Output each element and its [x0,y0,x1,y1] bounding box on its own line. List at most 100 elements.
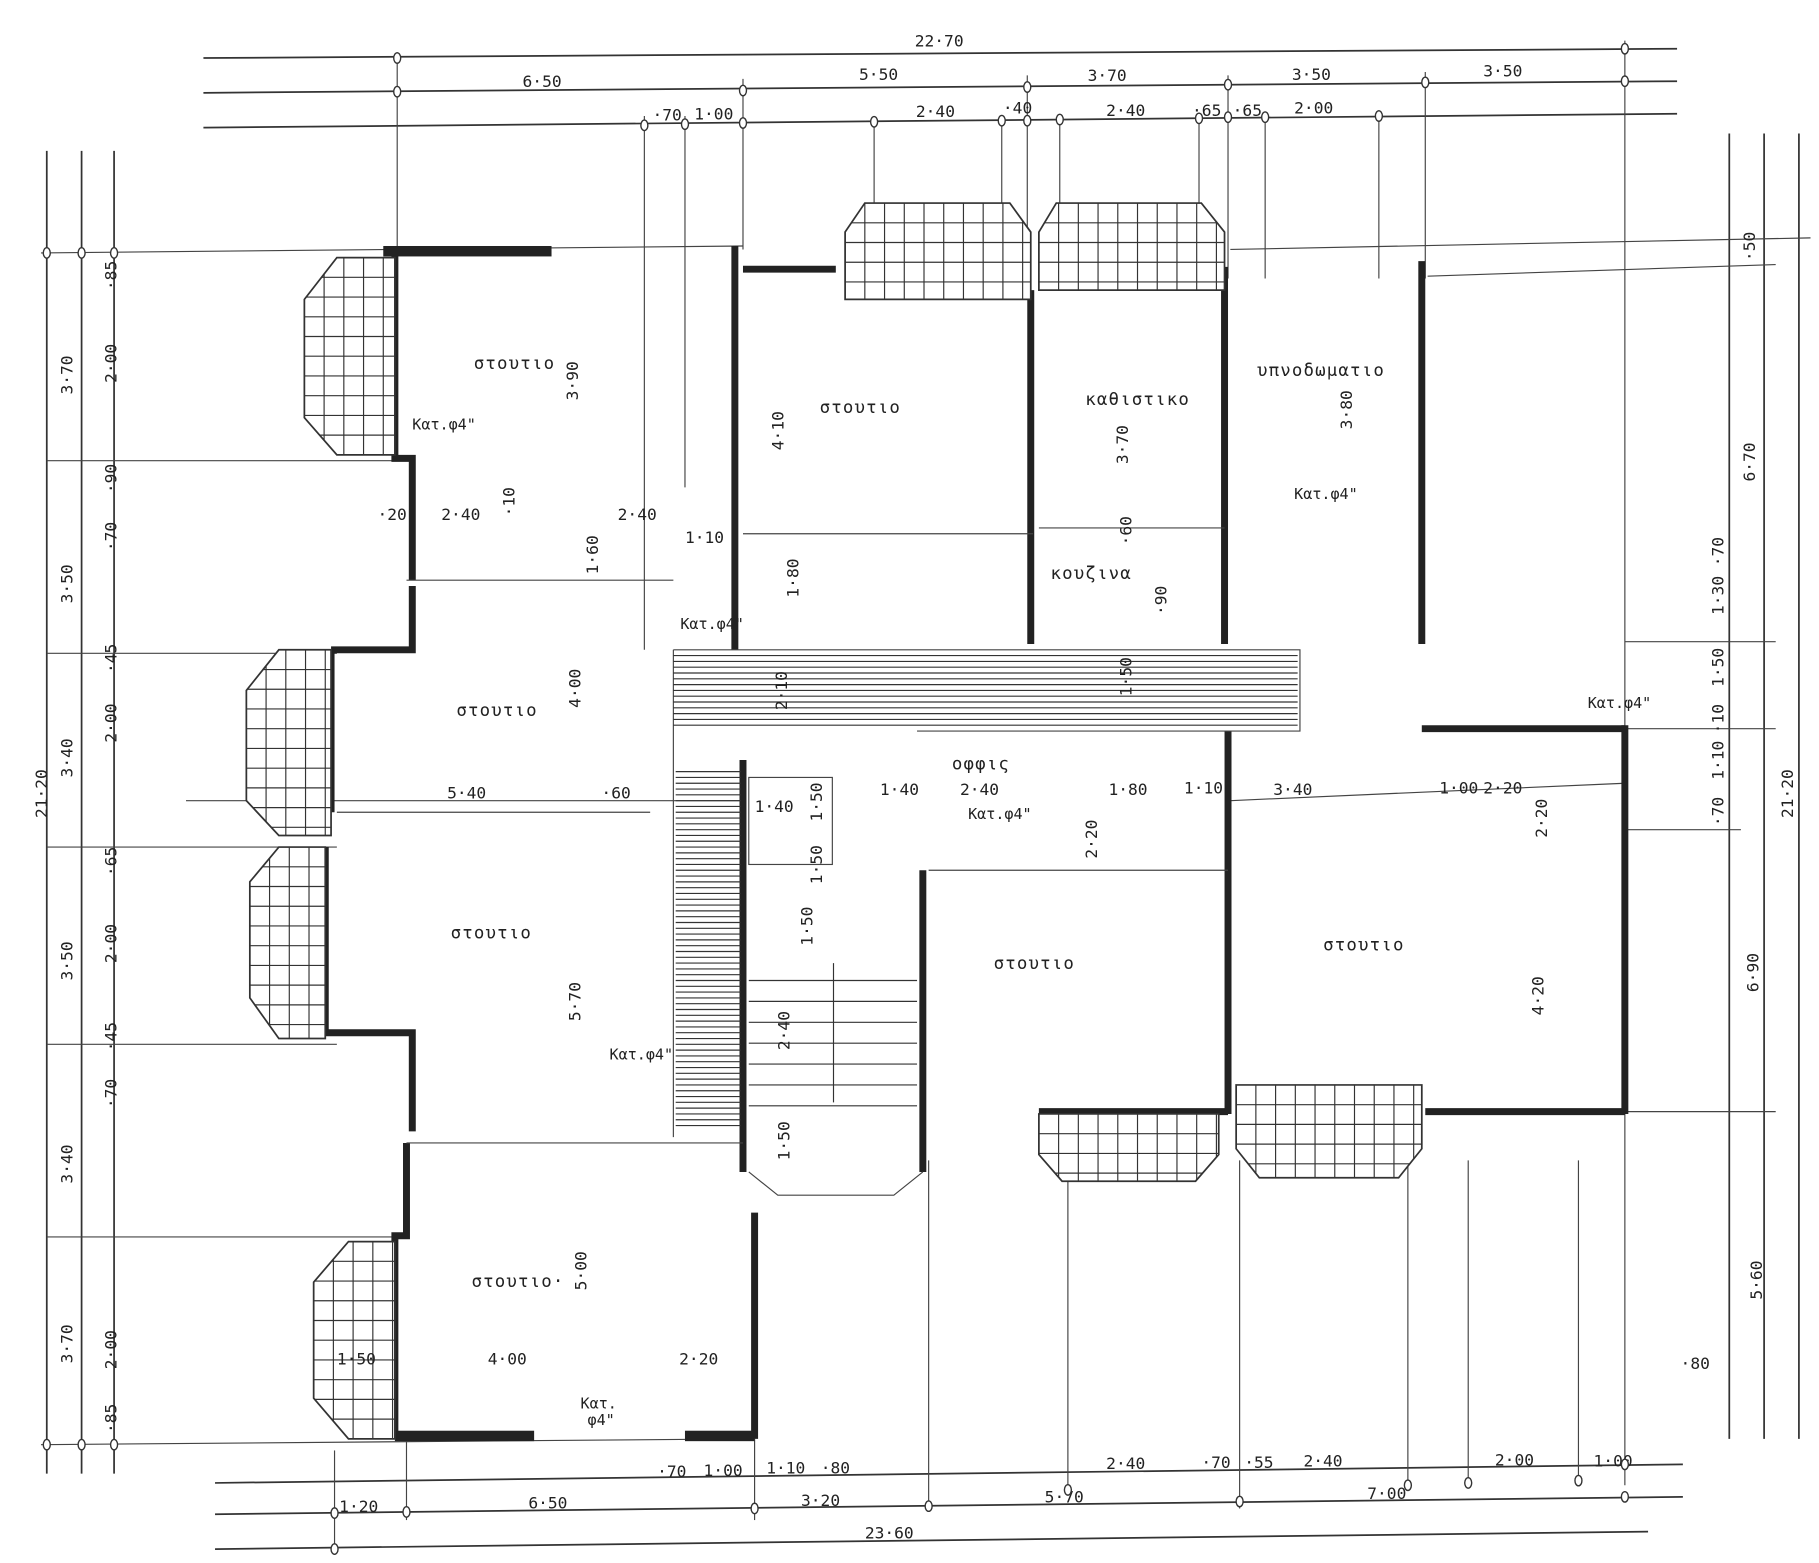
dim-label: 1·80 [784,558,803,597]
drain-label: Κατ.φ4" [610,1045,674,1063]
dim-label: 1·40 [880,780,919,799]
dim-label: 5·40 [447,783,486,802]
drain-label: φ4" [588,1411,615,1429]
dim-label: 3·20 [801,1491,840,1510]
dim-label: 1·50 [774,1121,793,1160]
dimension-node [1374,110,1384,122]
dim-label: ·70 [1201,1453,1230,1472]
dimension-node [997,114,1006,127]
dimension-node [1574,1474,1583,1487]
balcony [844,202,1032,301]
vertical-dimension-texts: 3·703·503·403·503·403·7021·20·852·00·90·… [32,232,1797,1433]
dim-label: 5·50 [859,65,898,84]
dim-label: 2·40 [1106,101,1145,120]
dim-label: ·70 [652,106,681,125]
dimension-node [1023,114,1032,127]
dim-label: ·20 [377,505,406,524]
dimension-node [869,115,879,128]
dim-label: 2·00 [1294,99,1333,118]
dim-label: 1·00 [1439,779,1478,798]
dim-label: ·10 [1708,704,1727,733]
drain-label: Κατ.φ4" [968,805,1032,823]
dim-label: ·55 [1244,1453,1273,1472]
dimension-node [402,1506,411,1518]
dim-label: ·90 [101,464,120,493]
dimension-node [1464,1477,1473,1489]
dimension-node [680,118,690,131]
dimension-node [109,1438,119,1451]
balcony [1235,1084,1423,1179]
room-label-studio: στουτιο [994,954,1075,974]
dim-label: 1·60 [583,535,602,574]
dim-label: 2·40 [916,102,955,121]
corridor-hatching [673,655,1298,1127]
dim-label: 2·10 [772,671,791,710]
dim-label: 2·00 [101,704,120,743]
dim-label: 2·00 [101,924,120,963]
dim-label: 5·70 [566,982,585,1021]
dimension-node [77,1438,86,1451]
dim-label: 2·40 [960,780,999,799]
dim-label: 2·00 [1495,1451,1534,1470]
dim-label: 2·00 [101,1330,120,1369]
dim-label: 1·00 [704,1461,743,1480]
dim-label: 3·80 [1337,390,1356,429]
dim-label: 1·50 [807,845,826,884]
dimension-node [924,1500,933,1513]
dimension-node [1421,76,1430,89]
dim-bottom-total: 23·60 [865,1524,914,1543]
dim-label: ·40 [1003,99,1032,118]
dim-label: 3·70 [1088,66,1127,85]
room-labels: στουτιο στουτιο καθιστικο υπνοδωματιο κο… [451,354,1404,1292]
drain-label: Κατ.φ4" [412,415,476,433]
dimension-node [109,247,119,259]
dim-label: 3·40 [1273,780,1312,799]
dim-label: 4·10 [769,411,788,450]
dim-label: ·70 [1708,537,1727,566]
dim-label: ·70 [657,1462,686,1481]
dimension-node [738,84,748,97]
dim-label: 6·70 [1740,442,1759,481]
dim-label: 3·50 [1483,62,1522,81]
dim-label: ·70 [1708,797,1727,826]
dim-label: 21·20 [32,769,51,818]
dimension-node [1620,1490,1630,1503]
dim-label: ·45 [101,1022,120,1051]
dim-label: ·85 [101,1404,120,1433]
dim-label: 3·40 [57,1144,76,1183]
dim-top-total: 22·70 [915,31,964,50]
dim-label: 6·90 [1743,953,1762,992]
dim-label: 1·10 [1708,741,1727,780]
dimension-node [42,1438,51,1451]
dim-label: 5·70 [1045,1488,1084,1507]
dim-label: 3·50 [57,941,76,980]
dim-label: 2·40 [1106,1454,1145,1473]
dimension-node [1620,42,1630,55]
dim-label: 1·50 [807,782,826,821]
room-label-living: καθιστικο [1085,390,1190,410]
dimension-node [1260,111,1270,124]
dimension-node [42,247,51,259]
dim-label: 2·40 [441,505,480,524]
balcony [248,846,327,1040]
dim-label: 2·20 [679,1350,718,1369]
dim-label: 4·00 [488,1350,527,1369]
dimension-node [1620,1458,1630,1471]
dim-label: ·70 [101,1079,120,1108]
dim-label: 1·40 [755,797,794,816]
dim-label: 1·80 [1109,780,1148,799]
dimension-node [330,1507,339,1520]
dim-label: ·70 [101,522,120,551]
dimension-node [1235,1495,1244,1508]
dimension-node [393,85,402,98]
dimension-node [1403,1479,1413,1492]
dim-label: 1·10 [766,1459,805,1478]
dim-label: 2·20 [1082,820,1101,859]
dimension-node [393,52,402,64]
balcony [1038,202,1226,291]
room-label-office: οφφις [952,754,1010,774]
dim-label: 2·40 [774,1011,793,1050]
dimension-node [1023,81,1032,93]
